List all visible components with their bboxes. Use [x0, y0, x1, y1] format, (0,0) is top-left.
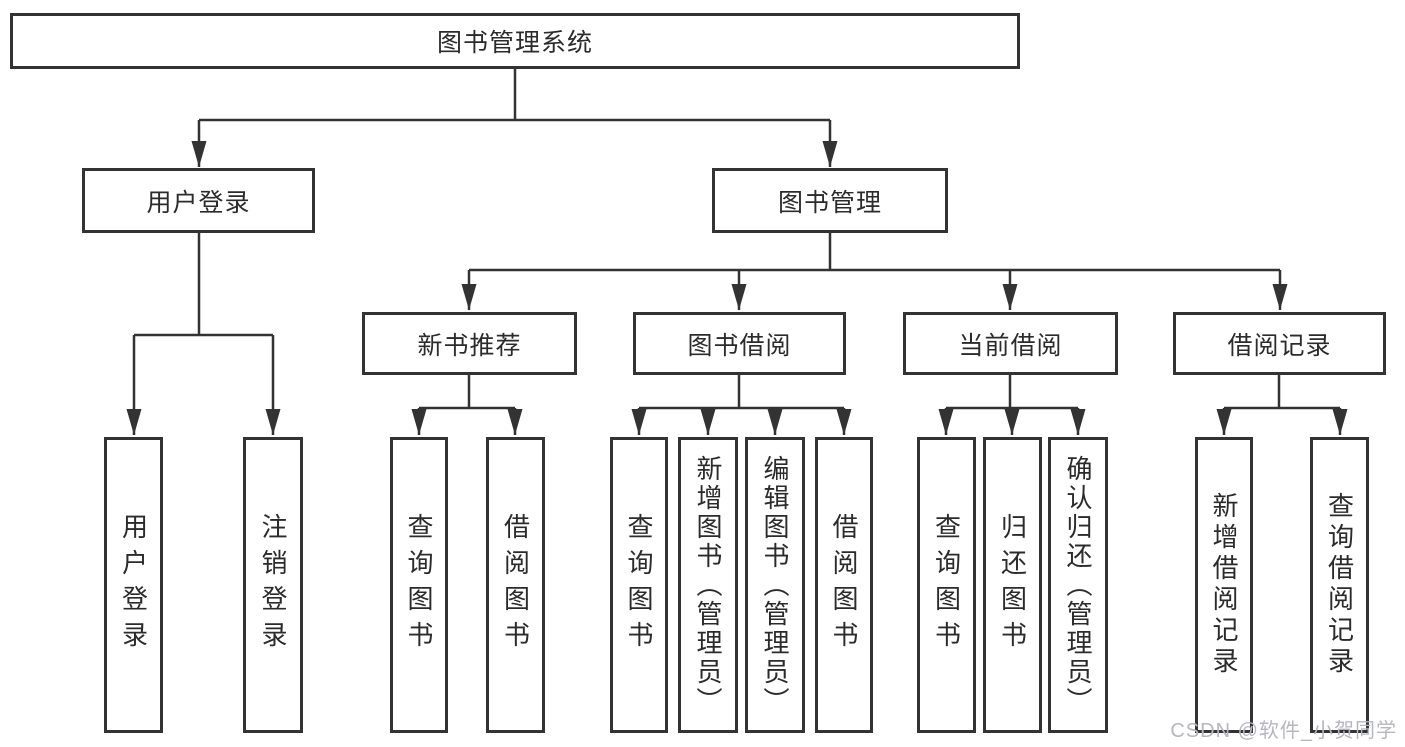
node-book-borrowing: 图书借阅: [633, 312, 846, 375]
leaf-current-query-books: 查询图书: [917, 437, 976, 733]
node-borrow-records-label: 借阅记录: [1227, 331, 1332, 360]
leaf-logout: 注销登录: [243, 437, 303, 733]
node-book-management-label: 图书管理: [777, 188, 882, 217]
node-borrow-records: 借阅记录: [1173, 312, 1386, 375]
leaf-user-login: 用户登录: [104, 437, 163, 733]
leaf-borrow-book: 借阅图书: [815, 437, 873, 733]
leaf-add-book-admin-label: 新增图书（管理员）: [693, 454, 723, 716]
leaf-borrow-book-label: 借阅图书: [829, 513, 859, 657]
leaf-recommend-query-books-label: 查询图书: [404, 513, 434, 657]
node-book-management: 图书管理: [712, 168, 948, 233]
leaf-recommend-borrow-books: 借阅图书: [486, 437, 545, 733]
node-root-label: 图书管理系统: [436, 29, 593, 57]
leaf-add-book-admin: 新增图书（管理员）: [678, 437, 738, 733]
node-current-borrowing: 当前借阅: [903, 312, 1118, 375]
leaf-confirm-return-admin-label: 确认归还（管理员）: [1063, 454, 1093, 716]
leaf-logout-label: 注销登录: [258, 513, 288, 657]
watermark: CSDN @软件_小贺同学: [1170, 714, 1397, 743]
node-new-book-recommend: 新书推荐: [362, 312, 577, 375]
leaf-return-book-label: 归还图书: [997, 513, 1028, 657]
watermark-text: CSDN @软件_小贺同学: [1170, 720, 1397, 742]
leaf-edit-book-admin-label: 编辑图书（管理员）: [760, 454, 790, 716]
node-user-login: 用户登录: [82, 168, 315, 233]
leaf-recommend-query-books: 查询图书: [390, 437, 448, 733]
node-book-borrowing-label: 图书借阅: [687, 331, 792, 360]
leaf-recommend-borrow-books-label: 借阅图书: [500, 513, 531, 657]
leaf-query-borrow-record-label: 查询借阅记录: [1324, 492, 1355, 678]
leaf-query-borrow-record: 查询借阅记录: [1310, 437, 1369, 733]
node-new-book-recommend-label: 新书推荐: [417, 331, 522, 360]
node-user-login-label: 用户登录: [146, 188, 251, 217]
leaf-current-query-books-label: 查询图书: [931, 513, 962, 657]
node-current-borrowing-label: 当前借阅: [958, 331, 1063, 360]
leaf-user-login-label: 用户登录: [118, 513, 149, 657]
leaf-return-book: 归还图书: [983, 437, 1042, 733]
leaf-borrowing-query-books: 查询图书: [610, 437, 668, 733]
leaf-add-borrow-record: 新增借阅记录: [1195, 437, 1253, 733]
leaf-edit-book-admin: 编辑图书（管理员）: [745, 437, 805, 733]
leaf-add-borrow-record-label: 新增借阅记录: [1209, 492, 1239, 678]
leaf-confirm-return-admin: 确认归还（管理员）: [1048, 437, 1108, 733]
leaf-borrowing-query-books-label: 查询图书: [624, 513, 654, 657]
node-root: 图书管理系统: [10, 13, 1020, 69]
